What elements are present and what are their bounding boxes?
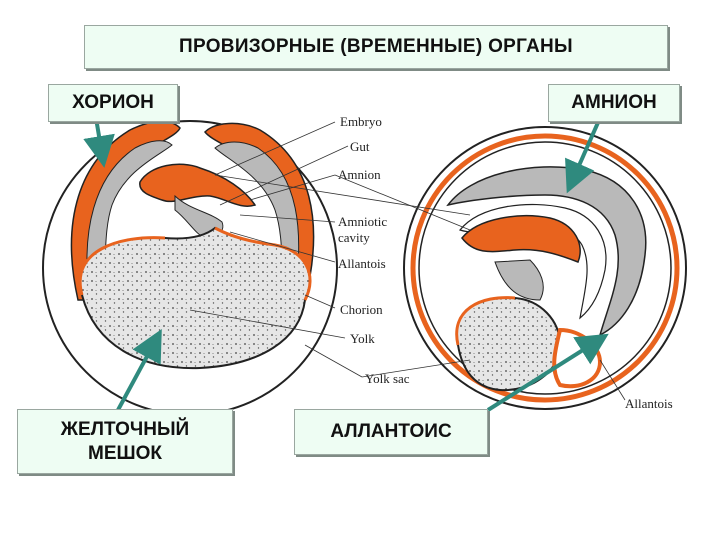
allantois-box-label: АЛЛАНТОИС	[330, 421, 452, 442]
yolk-sac-box-line1: ЖЕЛТОЧНЫЙ	[60, 418, 190, 440]
label-gut: Gut	[350, 139, 370, 154]
label-embryo: Embryo	[340, 114, 382, 129]
arrow-chorion	[83, 117, 115, 168]
label-allantois-right: Allantois	[625, 396, 673, 411]
page-title: ПРОВИЗОРНЫЕ (ВРЕМЕННЫЕ) ОРГАНЫ	[84, 25, 668, 69]
left-chorion-inner-left	[86, 140, 173, 301]
right-embryo-body	[461, 215, 581, 263]
amnion-box: АМНИОН	[548, 84, 680, 122]
yolk-sac-box: ЖЕЛТОЧНЫЙ МЕШОК	[17, 409, 233, 474]
left-chorion-inner-right	[214, 141, 300, 301]
chorion-box-label: ХОРИОН	[72, 92, 154, 113]
label-amniotic-cavity-2: cavity	[338, 230, 370, 245]
arrow-amnion	[565, 117, 602, 194]
label-yolk: Yolk	[350, 331, 375, 346]
right-embryo	[403, 126, 687, 410]
leader-lines	[189, 121, 626, 401]
chorion-box: ХОРИОН	[48, 84, 178, 122]
label-amnion: Amnion	[338, 167, 381, 182]
label-amniotic-cavity-1: Amniotic	[338, 214, 387, 229]
left-embryo-body	[139, 163, 257, 207]
label-chorion: Chorion	[340, 302, 383, 317]
label-yolk-sac: Yolk sac	[365, 371, 410, 386]
english-labels: Embryo Gut Amnion Amniotic cavity Allant…	[338, 114, 673, 411]
amnion-box-label: АМНИОН	[571, 92, 657, 113]
left-embryo	[42, 120, 338, 416]
arrow-yolk-sac	[116, 328, 162, 411]
right-chorion-ring	[410, 133, 680, 403]
yolk-sac-box-line2: МЕШОК	[88, 442, 162, 464]
title-text: ПРОВИЗОРНЫЕ (ВРЕМЕННЫЕ) ОРГАНЫ	[179, 36, 573, 57]
right-gut	[494, 259, 544, 301]
arrow-allantois	[486, 333, 609, 412]
pointer-arrows	[83, 117, 609, 412]
label-allantois: Allantois	[338, 256, 386, 271]
allantois-box: АЛЛАНТОИС	[294, 409, 488, 455]
